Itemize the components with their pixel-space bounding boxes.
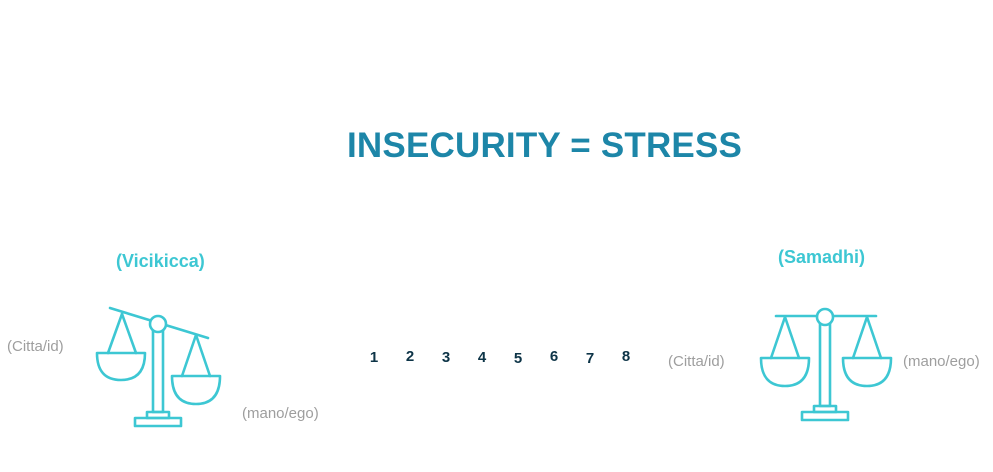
right-mano-label: (mano/ego)	[903, 353, 980, 370]
scale-base	[133, 416, 183, 428]
left-pan	[759, 356, 811, 388]
left-pan	[95, 351, 147, 382]
right-pan-string-b	[865, 315, 883, 360]
scale-number: 2	[405, 348, 415, 365]
left-pan-string-a	[106, 312, 124, 355]
left-pan-string-b	[783, 315, 801, 360]
scale-number: 6	[549, 348, 559, 365]
right-pan-string-b	[194, 333, 212, 378]
page-title: INSECURITY = STRESS	[347, 126, 743, 165]
scale-number: 3	[441, 349, 451, 366]
scale-pivot	[148, 314, 168, 334]
right-pan-string-a	[180, 333, 198, 378]
left-pan-string-b	[120, 312, 138, 355]
right-pan	[841, 356, 893, 388]
scale-pivot	[815, 307, 835, 327]
left-citta-label: (Citta/id)	[7, 338, 64, 355]
left-state-label: (Vicikicca)	[116, 251, 205, 271]
right-citta-label: (Citta/id)	[668, 353, 725, 370]
scale-number: 7	[585, 350, 595, 367]
unbalanced-scale-icon	[95, 306, 222, 428]
balanced-scale-icon	[759, 307, 893, 422]
scale-number: 4	[477, 349, 487, 366]
scale-base	[800, 410, 850, 422]
scale-number: 8	[621, 348, 631, 365]
scale-number: 1	[369, 349, 379, 366]
left-mano-label: (mano/ego)	[242, 405, 319, 422]
scale-pillar	[818, 322, 832, 408]
right-pan-string-a	[851, 315, 869, 360]
left-pan-string-a	[769, 315, 787, 360]
right-state-label: (Samadhi)	[778, 247, 866, 267]
scale-number: 5	[513, 350, 523, 367]
right-pan	[170, 374, 222, 406]
scale-pillar	[151, 328, 165, 414]
